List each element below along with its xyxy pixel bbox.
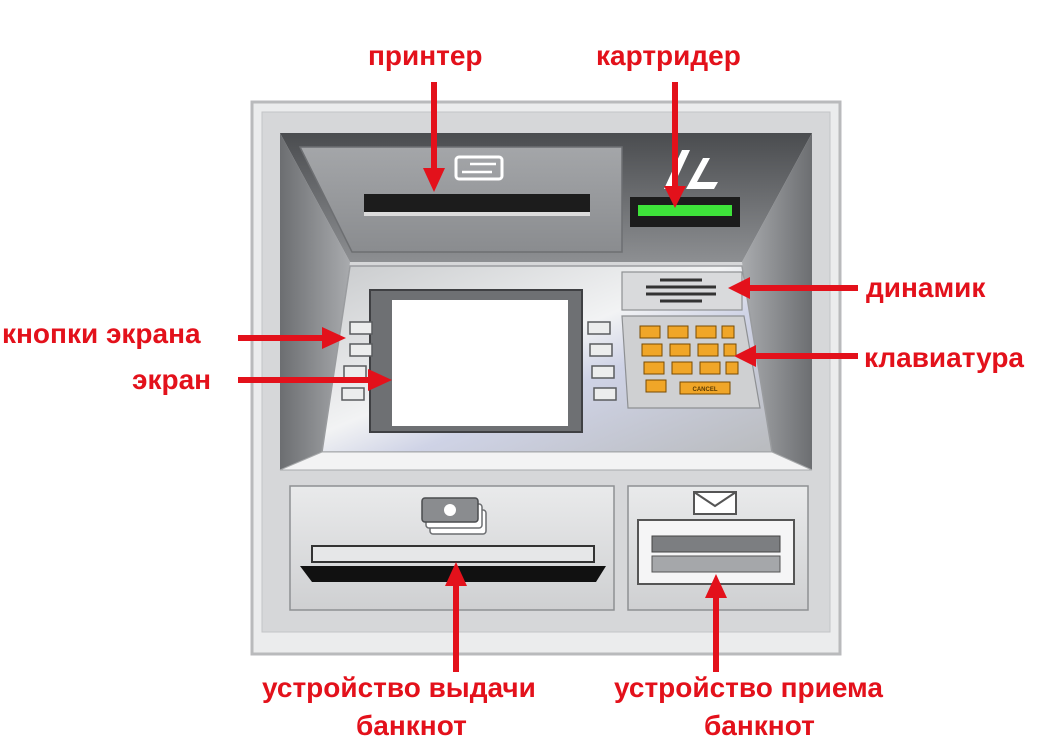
arrow-printer: [423, 82, 445, 192]
receipt-icon: [454, 155, 504, 181]
label-keyboard: клавиатура: [864, 342, 1025, 373]
keypad-key[interactable]: [641, 343, 663, 357]
right-screen-buttons: [587, 321, 617, 401]
envelope-icon: [693, 491, 737, 515]
arrow-screen-buttons: [238, 327, 346, 349]
screen-button[interactable]: [587, 321, 611, 335]
card-reader-module: [630, 150, 740, 227]
arrows: [238, 82, 858, 672]
arrow-card-reader: [664, 82, 686, 208]
printer-module: [298, 146, 623, 253]
keypad-key[interactable]: [639, 325, 661, 339]
keypad: CANCEL: [621, 315, 761, 409]
screen-button[interactable]: [343, 365, 367, 379]
label-acceptor-line1: устройство приема: [614, 672, 883, 703]
card-slot-light: [638, 205, 732, 216]
keypad-key[interactable]: [699, 361, 721, 375]
keypad-key[interactable]: [697, 343, 719, 357]
keypad-function-key[interactable]: [725, 361, 739, 375]
left-screen-buttons: [341, 321, 373, 401]
arrow-speaker: [728, 277, 858, 299]
keypad-cancel-key[interactable]: [679, 381, 731, 395]
screen-button[interactable]: [341, 387, 365, 401]
panel-shelf: [279, 451, 813, 471]
dispenser-slot: [311, 545, 595, 563]
keypad-key[interactable]: [645, 379, 667, 393]
keypad-function-key[interactable]: [721, 325, 735, 339]
keypad-key[interactable]: [667, 325, 689, 339]
printer-slot: [364, 194, 590, 212]
arrow-screen: [238, 369, 392, 391]
label-screen-buttons: кнопки экрана: [2, 318, 201, 349]
arrow-acceptor: [705, 574, 727, 672]
keypad-key[interactable]: [669, 343, 691, 357]
keypad-key[interactable]: [671, 361, 693, 375]
label-card-reader: картридер: [596, 40, 741, 71]
keypad-function-key[interactable]: [723, 343, 737, 357]
acceptor-slot: [651, 535, 781, 553]
arrow-dispenser: [445, 562, 467, 672]
label-screen: экран: [132, 364, 212, 395]
arrow-keyboard: [734, 345, 858, 367]
screen-button[interactable]: [349, 343, 373, 357]
atm-hood-right: [742, 133, 812, 470]
screen-button[interactable]: [591, 365, 615, 379]
screen-button[interactable]: [593, 387, 617, 401]
dispenser-module: [289, 485, 615, 611]
acceptor-module: [627, 485, 809, 611]
keypad-key[interactable]: [643, 361, 665, 375]
cancel-key-label: CANCEL: [693, 387, 718, 393]
speaker: [621, 271, 743, 311]
screen-button[interactable]: [589, 343, 613, 357]
screen: [392, 300, 568, 426]
label-dispenser-line2: банкнот: [356, 710, 467, 741]
atm-hood-left: [280, 133, 350, 470]
label-acceptor-line2: банкнот: [704, 710, 815, 741]
label-printer: принтер: [368, 40, 483, 71]
keypad-key[interactable]: [695, 325, 717, 339]
label-dispenser-line1: устройство выдачи: [262, 672, 536, 703]
label-speaker: динамик: [866, 272, 986, 303]
screen-button[interactable]: [349, 321, 373, 335]
banknotes-icon: [421, 497, 487, 535]
